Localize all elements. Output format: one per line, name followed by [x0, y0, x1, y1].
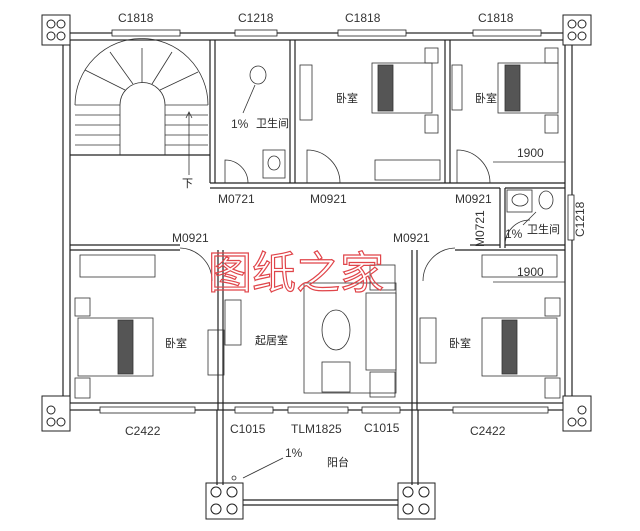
window-label: C1015 [364, 421, 400, 435]
door-label: M0921 [310, 192, 347, 206]
watermark: 图纸之家 [208, 248, 384, 299]
spiral-staircase [74, 38, 209, 175]
room-label: 卧室 [449, 336, 471, 350]
door-label: TLM1825 [291, 422, 342, 436]
door-label: M0921 [172, 231, 209, 245]
room-label: 卧室 [336, 91, 358, 105]
dimension-label: 1900 [517, 265, 544, 279]
window-label: C1015 [230, 422, 266, 436]
balcony-walls [216, 410, 419, 506]
corner-columns [41, 14, 592, 520]
window-label: C1818 [478, 11, 514, 25]
slope-annotation: 1% [505, 227, 523, 241]
doors [179, 149, 531, 282]
dimension-label: 1900 [517, 146, 544, 160]
door-label: M0921 [455, 192, 492, 206]
door-label: M0921 [393, 231, 430, 245]
room-label: 卧室 [475, 91, 497, 105]
room-label: 起居室 [255, 333, 288, 347]
room-label: 卫生间 [256, 116, 289, 130]
window-label: C1218 [238, 11, 274, 25]
window-label: C1818 [118, 11, 154, 25]
room-label: 卧室 [165, 336, 187, 350]
stair-direction-label: 下 [182, 177, 193, 190]
window-label: C1818 [345, 11, 381, 25]
windows [99, 29, 575, 414]
room-label: 卫生间 [527, 222, 560, 236]
door-label: M0721 [473, 210, 487, 247]
slope-annotation: 1% [285, 446, 303, 460]
furniture [74, 47, 565, 481]
window-label: C2422 [470, 424, 506, 438]
outer-walls [62, 32, 573, 411]
window-label: C1218 [573, 201, 587, 237]
room-label: 阳台 [327, 455, 349, 469]
window-label: C2422 [125, 424, 161, 438]
door-label: M0721 [218, 192, 255, 206]
slope-annotation: 1% [231, 117, 249, 131]
